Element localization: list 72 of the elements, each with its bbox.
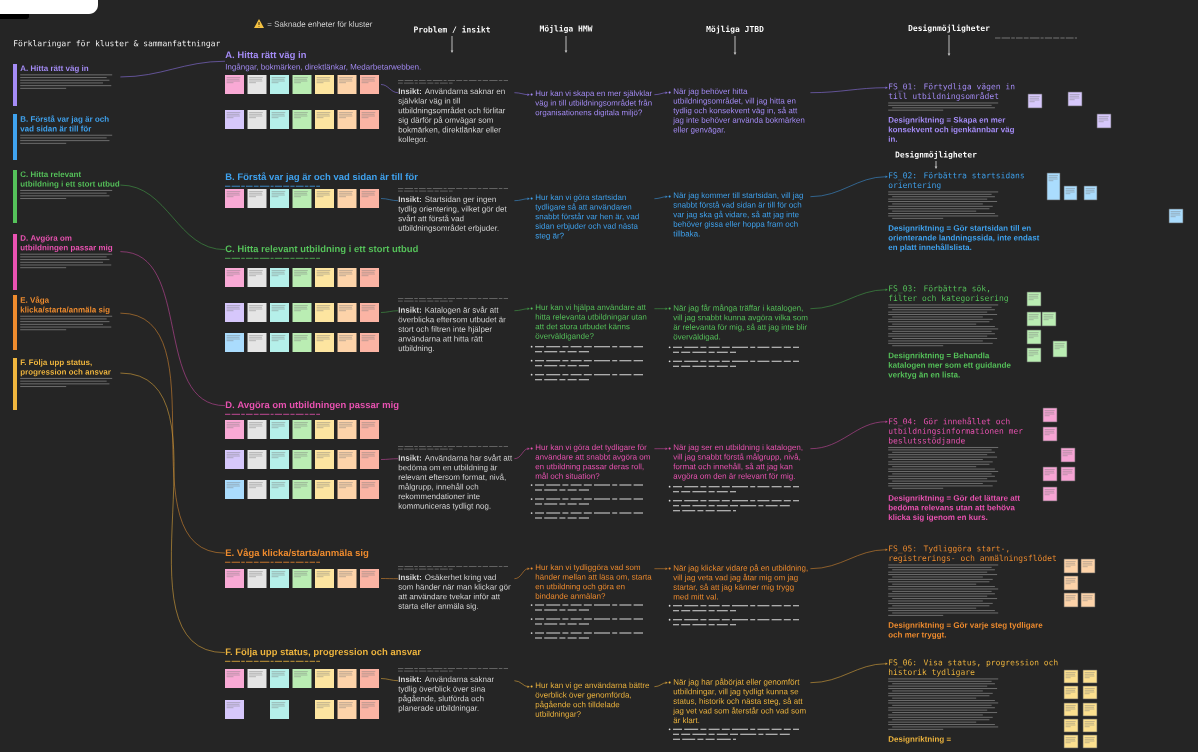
section-heading: E. Våga klicka/starta/anmäla sig <box>225 548 369 559</box>
connector <box>514 680 530 688</box>
hmw-text: Hur kan vi hjälpa användare att hitta relevanta utbildningar utan att det stora utbudet känns överväldigande? <box>535 304 647 341</box>
hmw-text: Hur kan vi skapa en mer självklar väg in till utbildningsområdet från organisationens digitala miljö? <box>535 90 653 117</box>
design-opportunity: FS_05: Tydliggöra start-, registrerings- och anmälningsflödet Designriktning = Gör varje steg tydligare och mer tryggt. <box>887 545 1056 640</box>
insight-text: Insikt: Startsidan ger ingen tydlig orientering, vilket gör det svårt att förstå vad utbildningsområdet erbjuder. <box>398 196 507 233</box>
column-header: Möjliga JTBD <box>706 25 764 34</box>
hmw-text: Hur kan vi tydliggöra vad som händer mellan att läsa om, starta en utbildning och göra en bindande anmälan? <box>535 564 652 599</box>
column-header: Problem / insikt <box>414 25 490 34</box>
connector <box>380 84 399 93</box>
jtbd-text: När jag klickar vidare på en utbildning, vill jag veta vad jag åtar mig om jag startar, så att jag känner mig trygg med mitt val. <box>673 564 808 600</box>
connector <box>654 447 668 450</box>
connector <box>654 681 668 687</box>
insight-text: Insikt: Osäkerhet kring vad som händer när man klickar gör att användare tvekar inför att starta eller anmäla sig. <box>398 574 511 611</box>
design-opportunity: FS_06: Visa status, progression och historik tydligare Designriktning = <box>887 659 1058 744</box>
connector <box>654 195 668 199</box>
note-text: = Saknade enheter för kluster <box>267 21 373 27</box>
design-opportunity: FS_01: Förtydliga vägen in till utbildningsområdet Designriktning = Skapa en mer konsekvent och igenkännbar väg in. <box>887 83 1015 142</box>
connector <box>514 92 530 96</box>
section-heading: C. Hitta relevant utbildning i ett stort utbud <box>225 245 418 255</box>
summary-text: E. Våga klicka/starta/anmäla sig <box>19 296 113 331</box>
connector <box>380 310 399 313</box>
connector <box>810 548 888 569</box>
connector <box>514 447 530 459</box>
jtbd-text: När jag har påbörjat eller genomfört utbildningar, vill jag tydligt kunna se status, historik och nästa steg, så att jag vet vad som återstår och vad som är klart. <box>673 678 806 724</box>
section-heading: D. Avgöra om utbildningen passar mig <box>225 401 399 411</box>
connector <box>654 91 668 95</box>
connector <box>514 307 530 311</box>
summary-text: C. Hitta relevant utbildning i ett stort utbud <box>19 171 120 199</box>
summary-text: D. Avgöra om utbildningen passar mig <box>19 235 113 269</box>
connector <box>120 251 226 406</box>
design-opportunity: FS_04: Gör innehållet och utbildningsinformationen mer beslutsstödjande Designriktning = Gör det lättare att bedöma relevans utan att behöva klicka sig igenom en kurs. <box>887 417 1023 522</box>
section-heading: A. Hitta rätt väg in Ingångar, bokmärken, direktlänkar, Medarbetarwebben. <box>225 51 421 72</box>
jtbd-text: När jag behöver hitta utbildningsområdet, vill jag hitta en tydlig och konsekvent väg in, så att jag inte behöver använda bokmärken eller genvägar. <box>673 88 805 135</box>
summary-text: F. Följa upp status, progression och ansvar <box>19 359 113 387</box>
connector <box>810 420 888 449</box>
connector <box>380 198 399 201</box>
connector <box>810 175 888 197</box>
connector <box>654 307 668 310</box>
connector <box>120 372 226 653</box>
column-header: Designmöjligheter <box>908 24 990 33</box>
connector <box>380 458 399 460</box>
hmw-text: Hur kan vi göra startsidan tydligare så att användaren snabbt förstår var hen är, vad sidan erbjuder och vad nästa steg är? <box>535 194 639 241</box>
jtbd-text: När jag kommer till startsidan, vill jag snabbt förstå vad sidan är till för och var jag ska gå vidare, så att jag inte behöver gissa eller hoppa fram och tillbaka. <box>673 192 803 237</box>
column-header: Möjliga HMW <box>539 24 593 34</box>
insight-text: Insikt: Användarna saknar tydlig överblick över sina pågående, slutförda och planerade utbildningar. <box>398 676 494 713</box>
connector <box>380 578 399 579</box>
jtbd-text: När jag får många träffar i katalogen, vill jag snabbt kunna avgöra vilka som är relevanta för mig, så att jag inte blir överväldigad. <box>673 304 808 342</box>
column-header: Designmöjligheter <box>895 150 977 160</box>
connector <box>380 678 399 681</box>
section-heading: B. Förstå var jag är och vad sidan är till för <box>225 172 418 183</box>
summary-text: B. Förstå var jag är och vad sidan är till för <box>19 115 113 144</box>
connector <box>810 662 888 683</box>
connector <box>654 567 668 570</box>
hmw-text: Hur kan vi göra det tydligare för användare att snabbt avgöra om en utbildning passar deras roll, mål och situation? <box>535 444 650 479</box>
connector <box>514 567 530 579</box>
connector <box>120 312 226 554</box>
connector <box>810 288 888 309</box>
connector <box>810 86 888 93</box>
summary-text: A. Hitta rätt väg in <box>19 65 113 89</box>
design-opportunity: FS_03: Förbättra sök, filter och kategorisering Designriktning = Behandla katalogen mer som ett guidande verktyg än en lista. <box>887 285 1011 380</box>
design-opportunity: FS_02: Förbättra startsidans orientering Designriktning = Gör startsidan till en orienterande landningssida, inte endast en platt innehållslista. <box>887 172 1040 252</box>
insight-text: Insikt: Användarna saknar en självklar väg in till utbildningsområdet och förlitar sig därför på omvägar som bokmärken, direktlänkar eller kollegor. <box>398 88 506 144</box>
connector <box>120 60 226 78</box>
hmw-text: Hur kan vi ge användarna bättre överblick över genomförda, pågående och tilldelade utbildningar? <box>535 682 650 719</box>
section-heading: F. Följa upp status, progression och ansvar <box>225 648 421 658</box>
connector <box>120 184 226 250</box>
insight-text: Insikt: Användarna har svårt att bedöma om en utbildning är relevant eftersom format, nivå, målgrupp, innehåll och rekommendationer inte kommuniceras tydligt nog. <box>398 454 513 511</box>
connector <box>514 197 530 201</box>
insight-text: Insikt: Katalogen är svår att överblicka eftersom utbudet är stort och filtren inte hjälper användarna att hitta rätt utbildning. <box>398 306 506 353</box>
jtbd-text: När jag ser en utbildning i katalogen, vill jag snabbt förstå målgrupp, nivå, format och innehåll, så att jag kan avgöra om den är relevant för mig. <box>673 444 803 481</box>
column-header: Förklaringar för kluster & sammanfattningar <box>14 40 220 48</box>
